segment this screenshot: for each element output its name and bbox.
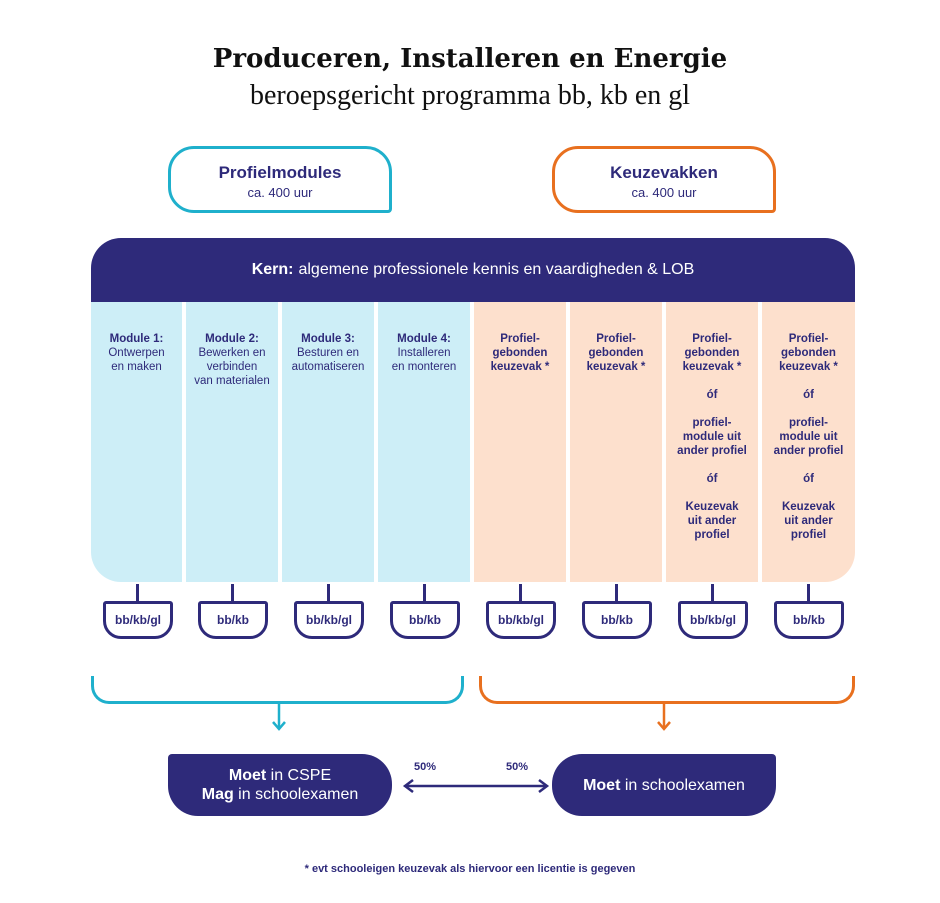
connector-stem [327, 584, 330, 602]
exam-bold: Mag [201, 786, 234, 803]
keuzevak-line: Profiel- [596, 333, 636, 345]
level-tag: bb/kb/gl [103, 601, 173, 639]
keuzevak-line: gebonden [684, 347, 740, 359]
module-name: Module 1: [109, 333, 164, 345]
profielmodules-box: Profielmodules ca. 400 uur [168, 146, 392, 213]
exam-line: Moet in CSPE [229, 766, 331, 785]
keuzevakken-bracket [479, 676, 855, 704]
module-column: Module 3: Besturen en automatiseren [282, 302, 374, 582]
keuzevak-line: profiel [790, 529, 827, 541]
keuzevak-column: Profiel- gebonden keuzevak * óf profiel-… [666, 302, 758, 582]
module-column: Module 4: Installeren en monteren [378, 302, 470, 582]
keuzevak-line: module uit [779, 431, 838, 443]
keuzevak-line: Keuzevak [781, 501, 836, 513]
exam-box-school: Moet in schoolexamen [552, 754, 776, 816]
footnote: * evt schooleigen keuzevak als hiervoor … [304, 863, 636, 875]
percentage-left: 50% [414, 761, 437, 773]
level-tag: bb/kb/gl [294, 601, 364, 639]
keuzevak-line: keuzevak * [586, 361, 646, 373]
module-desc-line: verbinden [206, 361, 258, 373]
module-name: Module 3: [301, 333, 355, 345]
keuzevak-line: Profiel- [692, 333, 732, 345]
or-label: óf [803, 473, 814, 485]
kern-label: Kern: [251, 261, 294, 278]
module-desc-line: van materialen [194, 375, 270, 387]
percentage-right: 50% [506, 761, 529, 773]
keuzevak-line: Keuzevak [685, 501, 739, 513]
keuzevak-line: gebonden [588, 347, 644, 359]
level-tag: bb/kb [774, 601, 844, 639]
keuzevakken-hours: ca. 400 uur [631, 185, 697, 200]
level-tag: bb/kb [198, 601, 268, 639]
keuzevak-column: Profiel- gebonden keuzevak * [474, 302, 566, 582]
exam-line: Moet in schoolexamen [583, 776, 745, 795]
profielmodules-hours: ca. 400 uur [247, 185, 313, 200]
exam-text: in schoolexamen [620, 776, 745, 794]
page-title: Produceren, Installeren en Energie [212, 44, 728, 74]
connector-stem [711, 584, 714, 602]
level-tag: bb/kb [582, 601, 652, 639]
keuzevak-column: Profiel- gebonden keuzevak * óf profiel-… [762, 302, 855, 582]
module-name: Module 4: [397, 333, 451, 345]
level-tag: bb/kb/gl [486, 601, 556, 639]
module-name: Module 2: [205, 333, 259, 345]
keuzevak-line: Profiel- [500, 333, 540, 345]
keuzevak-line: gebonden [492, 347, 548, 359]
keuzevak-line: profiel [694, 529, 730, 541]
keuzevak-line: keuzevak * [779, 361, 838, 373]
or-label: óf [706, 473, 718, 485]
connector-stem [423, 584, 426, 602]
kern-text: algemene professionele kennis en vaardig… [298, 261, 695, 278]
connector-stem [615, 584, 618, 602]
exam-text: in schoolexamen [233, 786, 359, 803]
keuzevak-line: ander profiel [677, 445, 747, 457]
keuzevakken-title: Keuzevakken [610, 163, 718, 182]
level-tag: bb/kb/gl [678, 601, 748, 639]
module-desc-line: Ontwerpen [108, 347, 165, 359]
keuzevak-line: ander profiel [773, 445, 844, 457]
keuzevak-line: keuzevak * [490, 361, 550, 373]
connector-stem [136, 584, 139, 602]
keuzevak-line: profiel- [789, 417, 828, 429]
double-arrow-head-left [402, 779, 414, 793]
module-column: Module 2: Bewerken en verbinden van mate… [186, 302, 278, 582]
exam-text: in CSPE [266, 767, 332, 784]
connector-stem [807, 584, 810, 602]
keuzevak-column: Profiel- gebonden keuzevak * [570, 302, 662, 582]
or-label: óf [803, 389, 814, 401]
keuzevak-line: keuzevak * [682, 361, 742, 373]
keuzevak-line: Profiel- [788, 333, 829, 345]
or-label: óf [706, 389, 718, 401]
keuzevak-line: gebonden [781, 347, 836, 359]
module-desc-line: en monteren [391, 361, 457, 373]
exam-box-cspe: Moet in CSPE Mag in schoolexamen [168, 754, 392, 816]
page-subtitle: beroepsgericht programma bb, kb en gl [249, 80, 691, 111]
level-tag: bb/kb [390, 601, 460, 639]
connector-stem [231, 584, 234, 602]
module-desc-line: Besturen en [296, 347, 359, 359]
module-desc-line: Bewerken en [198, 347, 266, 359]
profielmodules-bracket [91, 676, 464, 704]
exam-bold: Moet [583, 776, 621, 794]
module-column: Module 1: Ontwerpen en maken [91, 302, 182, 582]
keuzevak-line: module uit [682, 431, 742, 443]
keuzevak-line: uit ander [784, 515, 833, 527]
exam-line: Mag in schoolexamen [202, 785, 359, 804]
kern-bar: Kern: algemene professionele kennis en v… [91, 238, 855, 302]
module-desc-line: automatiseren [291, 361, 365, 373]
connector-stem [519, 584, 522, 602]
keuzevak-line: profiel- [692, 417, 732, 429]
profielmodules-title: Profielmodules [218, 163, 342, 182]
exam-bold: Moet [228, 767, 267, 784]
down-arrow-head-left [272, 721, 286, 731]
double-arrow-head-right [538, 779, 550, 793]
keuzevakken-box: Keuzevakken ca. 400 uur [552, 146, 776, 213]
module-desc-line: en maken [111, 361, 162, 373]
module-desc-line: Installeren [397, 347, 451, 359]
keuzevak-line: uit ander [687, 515, 737, 527]
down-arrow-head-right [657, 721, 671, 731]
